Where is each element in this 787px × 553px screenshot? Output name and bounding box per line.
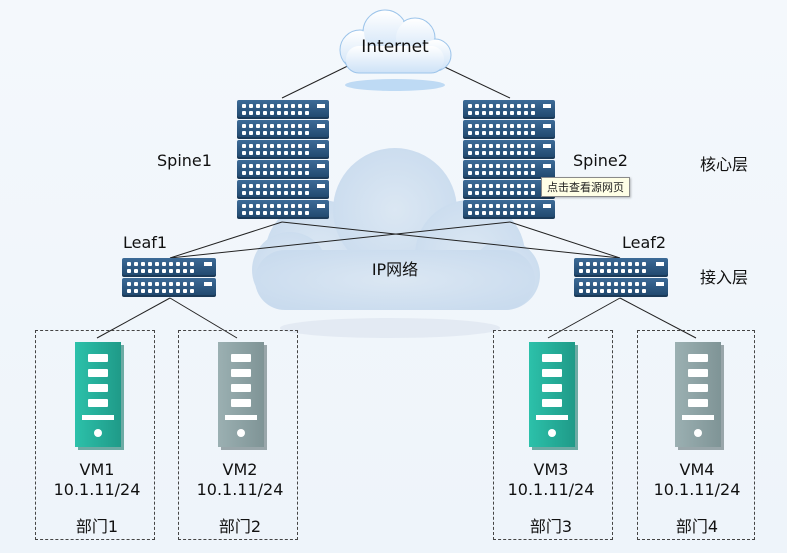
dept-box-3: [493, 330, 613, 540]
spine1-label: Spine1: [157, 151, 212, 170]
internet-cloud-icon: [339, 9, 452, 91]
vm2-server-icon: [218, 342, 267, 450]
link-leaf2-vm3: [547, 297, 621, 339]
link-spine2-leaf2: [509, 221, 621, 259]
link-spine1-leaf2: [281, 221, 621, 259]
vm2-ip: 10.1.11/24: [196, 480, 284, 499]
vm4-name: VM4: [679, 460, 715, 479]
leaf2-label: Leaf2: [622, 233, 667, 252]
leaf2-switch-icon: [574, 258, 668, 297]
link-spine1-leaf1: [169, 221, 283, 259]
view-source-tooltip[interactable]: 点击查看源网页: [541, 177, 630, 197]
dept1-label: 部门1: [75, 517, 119, 536]
dept-box-1: [35, 330, 155, 540]
vm3-name: VM3: [533, 460, 569, 479]
dept2-label: 部门2: [218, 517, 262, 536]
link-spine2-leaf1: [169, 221, 511, 259]
vm4-server-icon: [675, 342, 724, 450]
link-leaf1-vm1: [96, 297, 171, 339]
vm1-ip: 10.1.11/24: [53, 480, 141, 499]
vm1-server-icon: [75, 342, 124, 450]
dept-box-4: [637, 330, 755, 540]
link-leaf2-vm4: [619, 297, 697, 339]
dept4-label: 部门4: [675, 517, 719, 536]
access-layer-label: 接入层: [700, 268, 749, 287]
internet-label: Internet: [361, 37, 429, 57]
dept3-label: 部门3: [529, 517, 573, 536]
dept-box-2: [178, 330, 298, 540]
spine2-switch-icon: [463, 100, 555, 219]
leaf1-switch-icon: [122, 258, 216, 297]
core-layer-label: 核心层: [700, 155, 749, 174]
spine2-label: Spine2: [573, 151, 628, 170]
leaf1-label: Leaf1: [123, 233, 168, 252]
ip-network-cloud: [252, 148, 540, 338]
vm2-name: VM2: [222, 460, 258, 479]
vm4-ip: 10.1.11/24: [653, 480, 741, 499]
vm3-server-icon: [529, 342, 578, 450]
link-leaf1-vm2: [169, 297, 238, 339]
spine1-switch-icon: [237, 100, 329, 219]
vm1-name: VM1: [79, 460, 115, 479]
ip-network-label: IP网络: [371, 260, 419, 279]
vm3-ip: 10.1.11/24: [507, 480, 595, 499]
